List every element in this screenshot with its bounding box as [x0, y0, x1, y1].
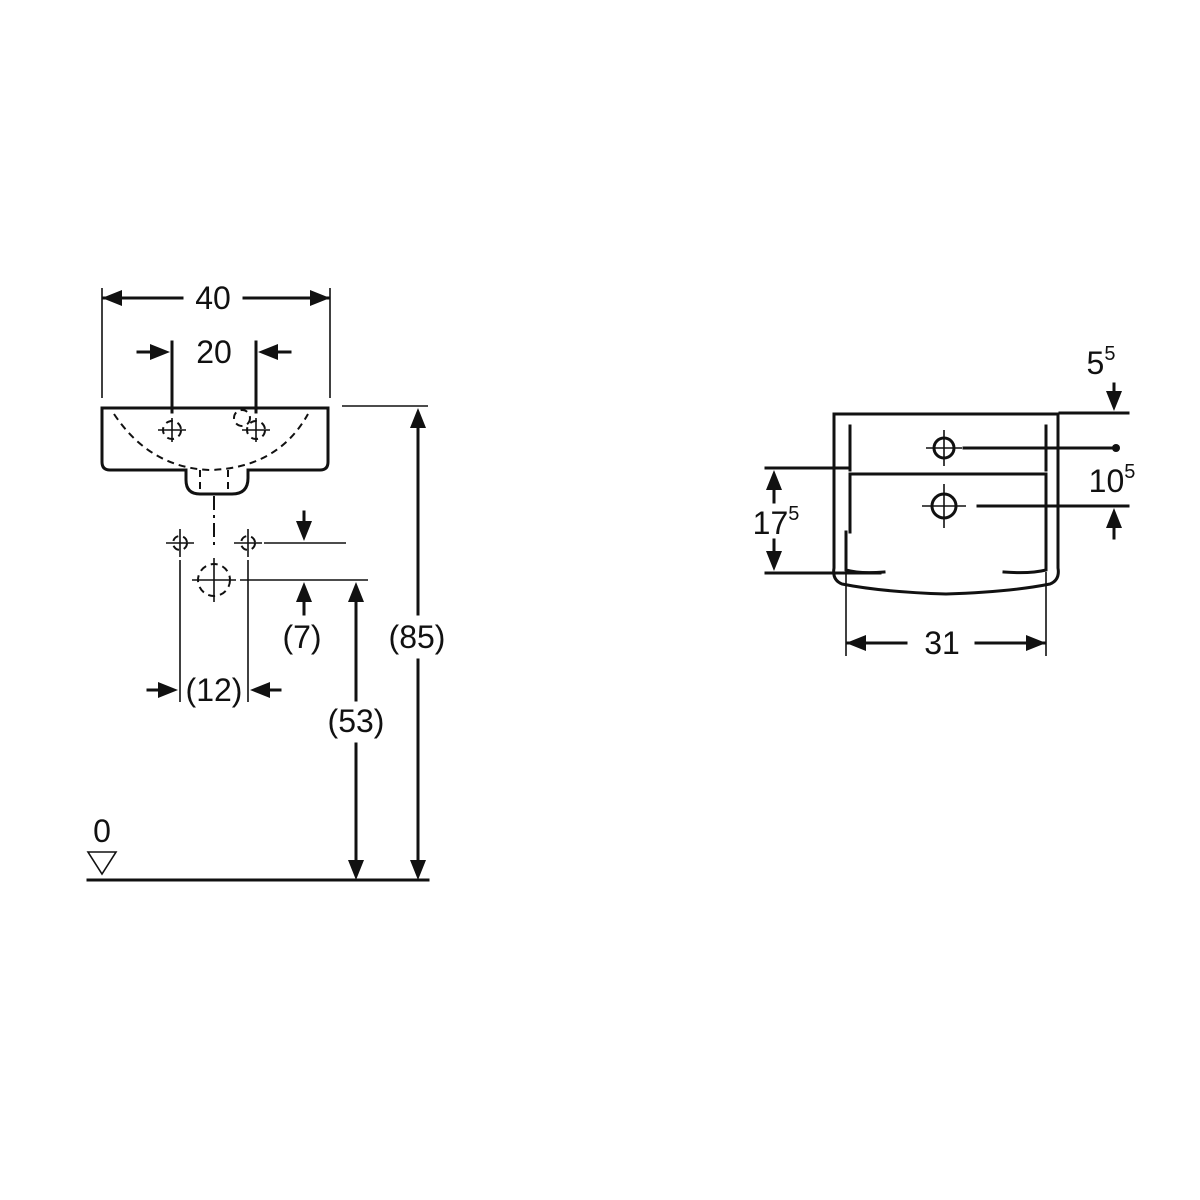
dimension-depth-sup: 5 [788, 503, 799, 525]
basin-top-bowl [848, 424, 1048, 476]
dimension-hole-offset: 105 [1089, 461, 1136, 499]
dimension-rim-offset-sup: 5 [1104, 343, 1115, 365]
dimension-rim-height: (85) [389, 619, 446, 655]
supply-right [234, 529, 262, 557]
basin-outline [100, 406, 330, 496]
dimension-depth: 175 [753, 503, 800, 541]
dimension-rim-offset-base: 5 [1087, 345, 1105, 381]
top-plan-view: 55 105 175 31 [753, 343, 1136, 661]
dimension-waste-height: (53) [328, 703, 385, 739]
dimension-overall-width: 40 [195, 280, 231, 316]
basin-bowl-hidden [113, 413, 309, 472]
waste-outlet-hidden [199, 470, 229, 492]
dimension-rim-offset: 55 [1087, 343, 1116, 381]
top-waste-hole [922, 484, 966, 528]
dimension-inner-width: 31 [924, 625, 960, 661]
dimension-hole-offset-sup: 5 [1124, 461, 1135, 483]
dimension-supply-spacing: (12) [186, 672, 243, 708]
dimension-supply-offset: (7) [282, 619, 321, 655]
waste-connection [192, 558, 236, 602]
tap-hole-left [158, 418, 186, 442]
dimension-hole-offset-base: 10 [1089, 463, 1125, 499]
basin-top-outline [832, 412, 1060, 596]
top-tap-hole [926, 430, 962, 466]
dimension-depth-base: 17 [753, 505, 789, 541]
floor-level-label: 0 [93, 813, 111, 849]
floor-level-marker [86, 851, 118, 876]
tap-hole-right [233, 409, 270, 442]
dimension-tap-hole-spacing: 20 [196, 334, 232, 370]
supply-left [166, 529, 194, 557]
front-elevation-view: 40 20 (7) [86, 280, 446, 882]
